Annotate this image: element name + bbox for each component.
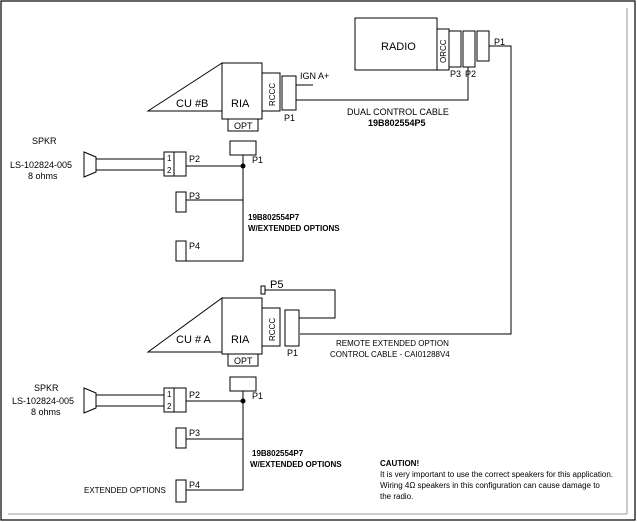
caution-line3: the radio. [380,492,413,501]
radio-p3-connector [448,30,462,68]
top-rccc-label: RCCC [268,83,277,106]
radio-orcc-label: ORCC [439,39,448,63]
bottom-harness-options: W/EXTENDED OPTIONS [250,460,342,469]
remote-cable-part: CONTROL CABLE - CAI01288V4 [330,350,450,359]
top-spkr-pin2: 2 [167,166,172,175]
top-ria-label: RIA [231,98,250,110]
top-harness-part: 19B802554P7 [248,213,300,222]
top-p4-label: P4 [189,241,200,251]
bottom-rccc-label: RCCC [268,318,277,341]
top-opt-label: OPT [234,121,253,131]
bottom-p2-label: P2 [189,390,200,400]
top-p4-connector [175,240,187,262]
radio-p1-connector [476,30,490,62]
bottom-p1-below-connector [229,376,257,392]
radio-p1-label: P1 [494,37,505,47]
bottom-spkr-ohms: 8 ohms [31,407,61,417]
caution-line2: Wiring 4Ω speakers in this configuration… [380,481,600,490]
bottom-p5-stub [260,285,266,295]
bottom-speaker-icon [83,387,97,414]
top-p1-connector [281,75,297,111]
top-cu-label: CU #B [176,98,208,110]
remote-cable-label: REMOTE EXTENDED OPTION [336,339,449,348]
top-p2-label: P2 [189,154,200,164]
extended-options-label: EXTENDED OPTIONS [84,486,166,495]
bottom-p1-label: P1 [287,348,298,358]
bottom-p1-connector [284,309,300,347]
bottom-p3-label: P3 [189,428,200,438]
radio-p2-connector [462,30,476,68]
top-harness-trunk [186,155,244,262]
radio-p2-label: P2 [465,69,476,79]
bottom-p1-below-label: P1 [252,391,263,401]
bottom-spkr-pin1: 1 [167,390,172,399]
bottom-p5-label: P5 [270,279,283,291]
bottom-opt-box [227,353,259,367]
bottom-harness-trunk [186,391,244,491]
remote-cable-wire [300,45,512,335]
top-splice-dot [240,163,246,169]
bottom-p3-connector [175,427,187,449]
bottom-spkr-pin-block [163,387,175,413]
bottom-opt-label: OPT [234,356,253,366]
top-harness-options: W/EXTENDED OPTIONS [248,224,340,233]
caution-line1: It is very important to use the correct … [380,470,613,479]
bottom-ria-label: RIA [231,334,250,346]
top-spkr-title: SPKR [32,136,57,146]
top-rccc-box [261,72,281,112]
top-spkr-pin-block [163,151,175,177]
dual-cable-wire [296,67,469,101]
top-ria-box [221,62,263,120]
bottom-spkr-title: SPKR [34,383,59,393]
top-p2-connector [173,151,187,177]
bottom-harness-part: 19B802554P7 [252,449,304,458]
bottom-rccc-box [261,307,281,347]
top-p1-below-connector [229,140,257,156]
bottom-p2-connector [173,387,187,413]
top-spkr-pin1: 1 [167,154,172,163]
caution-title: CAUTION! [380,459,419,468]
bottom-p4-label: P4 [189,480,200,490]
radio-box [354,17,438,71]
top-p1-below-label: P1 [252,155,263,165]
top-p1-label: P1 [284,113,295,123]
top-p3-label: P3 [189,191,200,201]
dual-cable-label: DUAL CONTROL CABLE [347,107,449,117]
top-speaker-icon [83,151,97,178]
top-ign-label: IGN A+ [300,71,329,81]
radio-label: RADIO [381,41,416,53]
top-opt-box [227,118,259,132]
radio-p3-label: P3 [450,69,461,79]
top-spkr-ohms: 8 ohms [28,171,58,181]
bottom-cu-label: CU # A [176,334,212,346]
bottom-spkr-part: LS-102824-005 [12,396,74,406]
dual-cable-part: 19B802554P5 [368,118,426,128]
top-spkr-part: LS-102824-005 [10,160,72,170]
top-p3-connector [175,191,187,213]
bottom-p5-wire [264,289,336,319]
bottom-spkr-pin2: 2 [167,402,172,411]
bottom-p4-connector [175,479,187,503]
bottom-splice-dot [240,398,246,404]
